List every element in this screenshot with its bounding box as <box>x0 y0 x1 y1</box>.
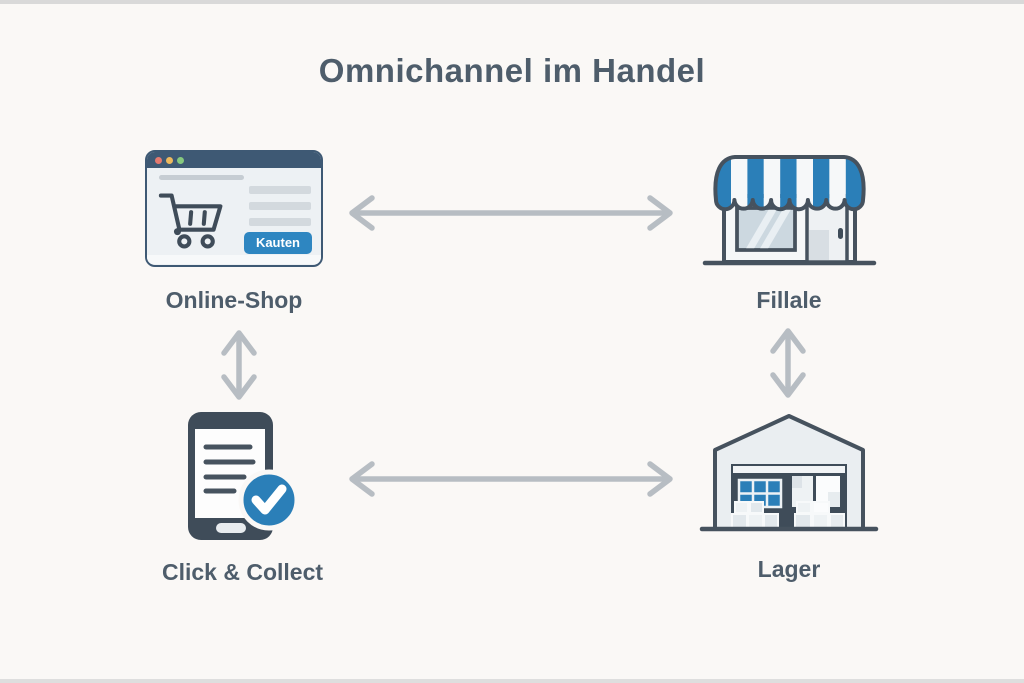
storefront-awning-icon <box>702 155 876 266</box>
top-edge-strip <box>0 0 1024 4</box>
window-dot-yellow <box>166 156 173 164</box>
browser-bottom-strip <box>147 255 321 264</box>
text-placeholder-line <box>249 202 311 210</box>
warehouse-lintel <box>733 466 845 473</box>
node-store: Fillale <box>700 146 878 314</box>
browser-shopping-cart-icon: Kauten <box>145 150 323 267</box>
warehouse-icon <box>699 414 879 532</box>
bottom-edge-strip <box>0 679 1024 683</box>
shopping-cart-icon <box>158 193 223 249</box>
kaufen-button[interactable]: Kauten <box>243 232 312 254</box>
node-click-collect: Click & Collect <box>135 410 350 586</box>
text-placeholder-line <box>249 218 311 226</box>
arrow-online-shop-store <box>349 195 673 231</box>
text-placeholder-line <box>249 186 311 194</box>
phone-screen-text-lines <box>203 444 256 494</box>
warehouse-crates <box>731 501 845 529</box>
node-warehouse: Lager <box>699 408 879 583</box>
store-window <box>734 206 797 252</box>
arrow-click-collect-warehouse <box>349 461 673 497</box>
phone-checkmark-icon <box>188 412 300 540</box>
store-door <box>804 202 849 264</box>
page-title: Omnichannel im Handel <box>318 52 706 89</box>
warehouse-label: Lager <box>757 556 821 582</box>
arrow-store-warehouse <box>770 328 806 398</box>
node-online-shop: Kauten Online-Shop <box>145 150 323 314</box>
phone-home-button <box>216 523 246 533</box>
cart-corner-dot <box>173 228 181 236</box>
click-collect-label: Click & Collect <box>161 559 324 585</box>
checkmark-badge <box>238 469 300 531</box>
store-awning <box>712 155 866 212</box>
window-dot-green <box>177 156 184 164</box>
browser-content: Kauten <box>147 168 321 264</box>
arrow-online-shop-click-collect <box>221 330 257 400</box>
store-label: Fillale <box>756 287 822 313</box>
online-shop-label: Online-Shop <box>165 287 303 313</box>
window-dot-red <box>155 156 162 164</box>
url-bar-placeholder <box>159 175 244 180</box>
browser-titlebar <box>147 152 321 168</box>
